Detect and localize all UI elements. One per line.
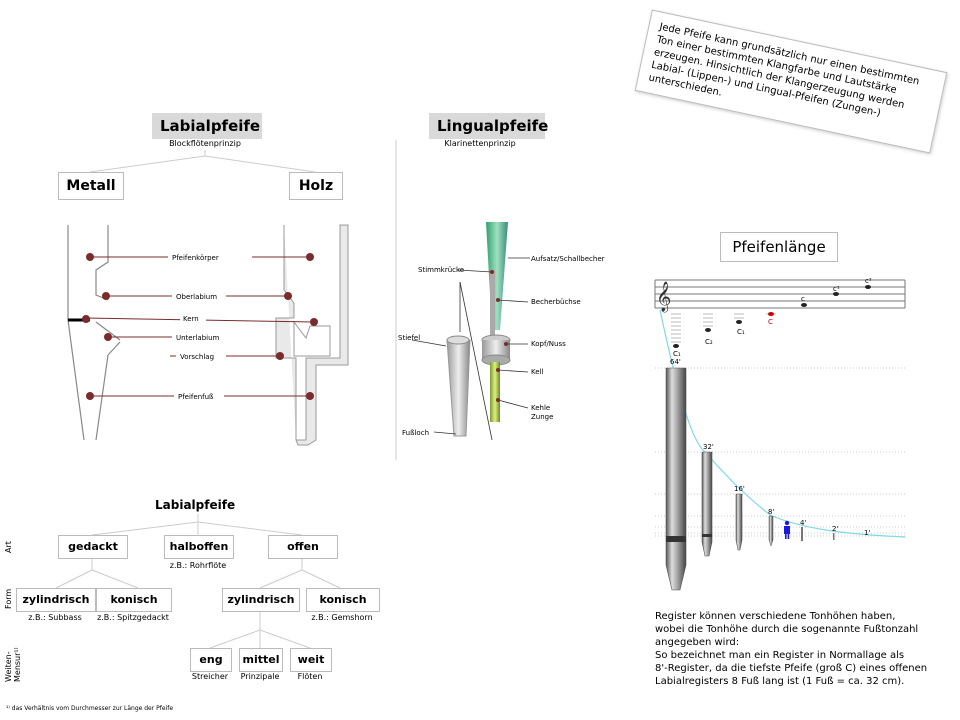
label-kern: Kern <box>183 315 199 323</box>
label-oberlabium: Oberlabium <box>176 293 217 301</box>
label-kell: Kell <box>531 368 543 376</box>
node-mittel-example: Prinzipale <box>240 672 280 681</box>
note-c: c <box>801 295 805 303</box>
lingual-subtitle: Klarinettenprinzip <box>444 139 516 148</box>
row-label-art: Art <box>4 541 13 553</box>
metall-box: Metall <box>58 172 124 200</box>
feet-32: 32' <box>703 443 714 451</box>
node-gedackt-konisch: konisch <box>96 588 172 612</box>
node-gedackt: gedackt <box>58 535 128 559</box>
lingual-part-labels: Aufsatz/Schallbecher Stimmkrücke Becherb… <box>398 255 605 437</box>
node-halboffen: halboffen <box>164 535 234 559</box>
length-paragraph: Register können verschiedene Tonhöhen ha… <box>655 611 928 687</box>
node-offen-konisch: konisch <box>306 588 380 612</box>
label-stiefel: Stiefel <box>398 334 420 342</box>
node-weit: weit <box>290 648 332 672</box>
label-becherbuechse: Becherbüchse <box>531 298 581 306</box>
node-offen-zylindrisch: zylindrisch <box>222 588 300 612</box>
node-eng-example: Streicher <box>191 672 229 681</box>
note-c2: c² <box>865 277 872 285</box>
label-kopf: Kopf/Nuss <box>531 340 566 348</box>
feet-16: 16' <box>734 485 745 493</box>
node-offen-konisch-example: z.B.: Gemshorn <box>311 613 373 622</box>
row-label-form: Form <box>4 588 13 609</box>
feet-2: 2' <box>832 525 838 533</box>
note-C2: C₂ <box>705 338 713 346</box>
tree-title: Labialpfeife <box>155 498 236 512</box>
note-C1-left: C₁ <box>673 350 681 358</box>
row-label-mensur: Weiten-Mensur¹⁾ <box>4 647 22 682</box>
node-eng: eng <box>190 648 232 672</box>
length-title: Pfeifenlänge <box>720 232 838 262</box>
label-pfeifenkoerper: Pfeifenkörper <box>172 254 219 262</box>
svg-text:𝄞: 𝄞 <box>656 281 671 313</box>
feet-4: 4' <box>800 519 806 527</box>
node-weit-example: Flöten <box>297 672 323 681</box>
label-vorschlag: Vorschlag <box>180 353 214 361</box>
note-C1: C₁ <box>737 328 745 336</box>
node-halboffen-example: z.B.: Rohrflöte <box>169 561 227 570</box>
label-stimmkruecke: Stimmkrücke <box>418 266 464 274</box>
node-gedackt-konisch-example: z.B.: Spitzgedackt <box>97 613 169 622</box>
label-kehle: Kehle <box>531 404 550 412</box>
node-offen: offen <box>268 535 338 559</box>
labial-subtitle: Blockflötenprinzip <box>169 139 241 148</box>
label-pfeifenfuss: Pfeifenfuß <box>178 393 214 401</box>
feet-1: 1' <box>864 529 870 537</box>
label-unterlabium: Unterlabium <box>176 334 220 342</box>
label-zunge: Zunge <box>531 413 553 421</box>
label-fussloch: Fußloch <box>402 429 429 437</box>
holz-box: Holz <box>289 172 343 200</box>
note-C: C <box>768 318 773 326</box>
node-mittel: mittel <box>239 648 283 672</box>
labial-part-labels: Pfeifenkörper Oberlabium Kern Unterlabiu… <box>172 254 220 401</box>
node-gedackt-zylindrisch: zylindrisch <box>16 588 96 612</box>
note-c1: c¹ <box>833 285 840 293</box>
lingual-title: Lingualpfeife <box>429 113 548 139</box>
label-aufsatz: Aufsatz/Schallbecher <box>531 255 605 263</box>
labial-title: Labialpfeife <box>152 113 262 139</box>
feet-64: 64' <box>670 358 681 366</box>
node-gedackt-zylindrisch-example: z.B.: Subbass <box>28 613 82 622</box>
footnote: ¹⁾ das Verhältnis vom Durchmesser zur Lä… <box>6 705 174 712</box>
feet-8: 8' <box>768 508 774 516</box>
